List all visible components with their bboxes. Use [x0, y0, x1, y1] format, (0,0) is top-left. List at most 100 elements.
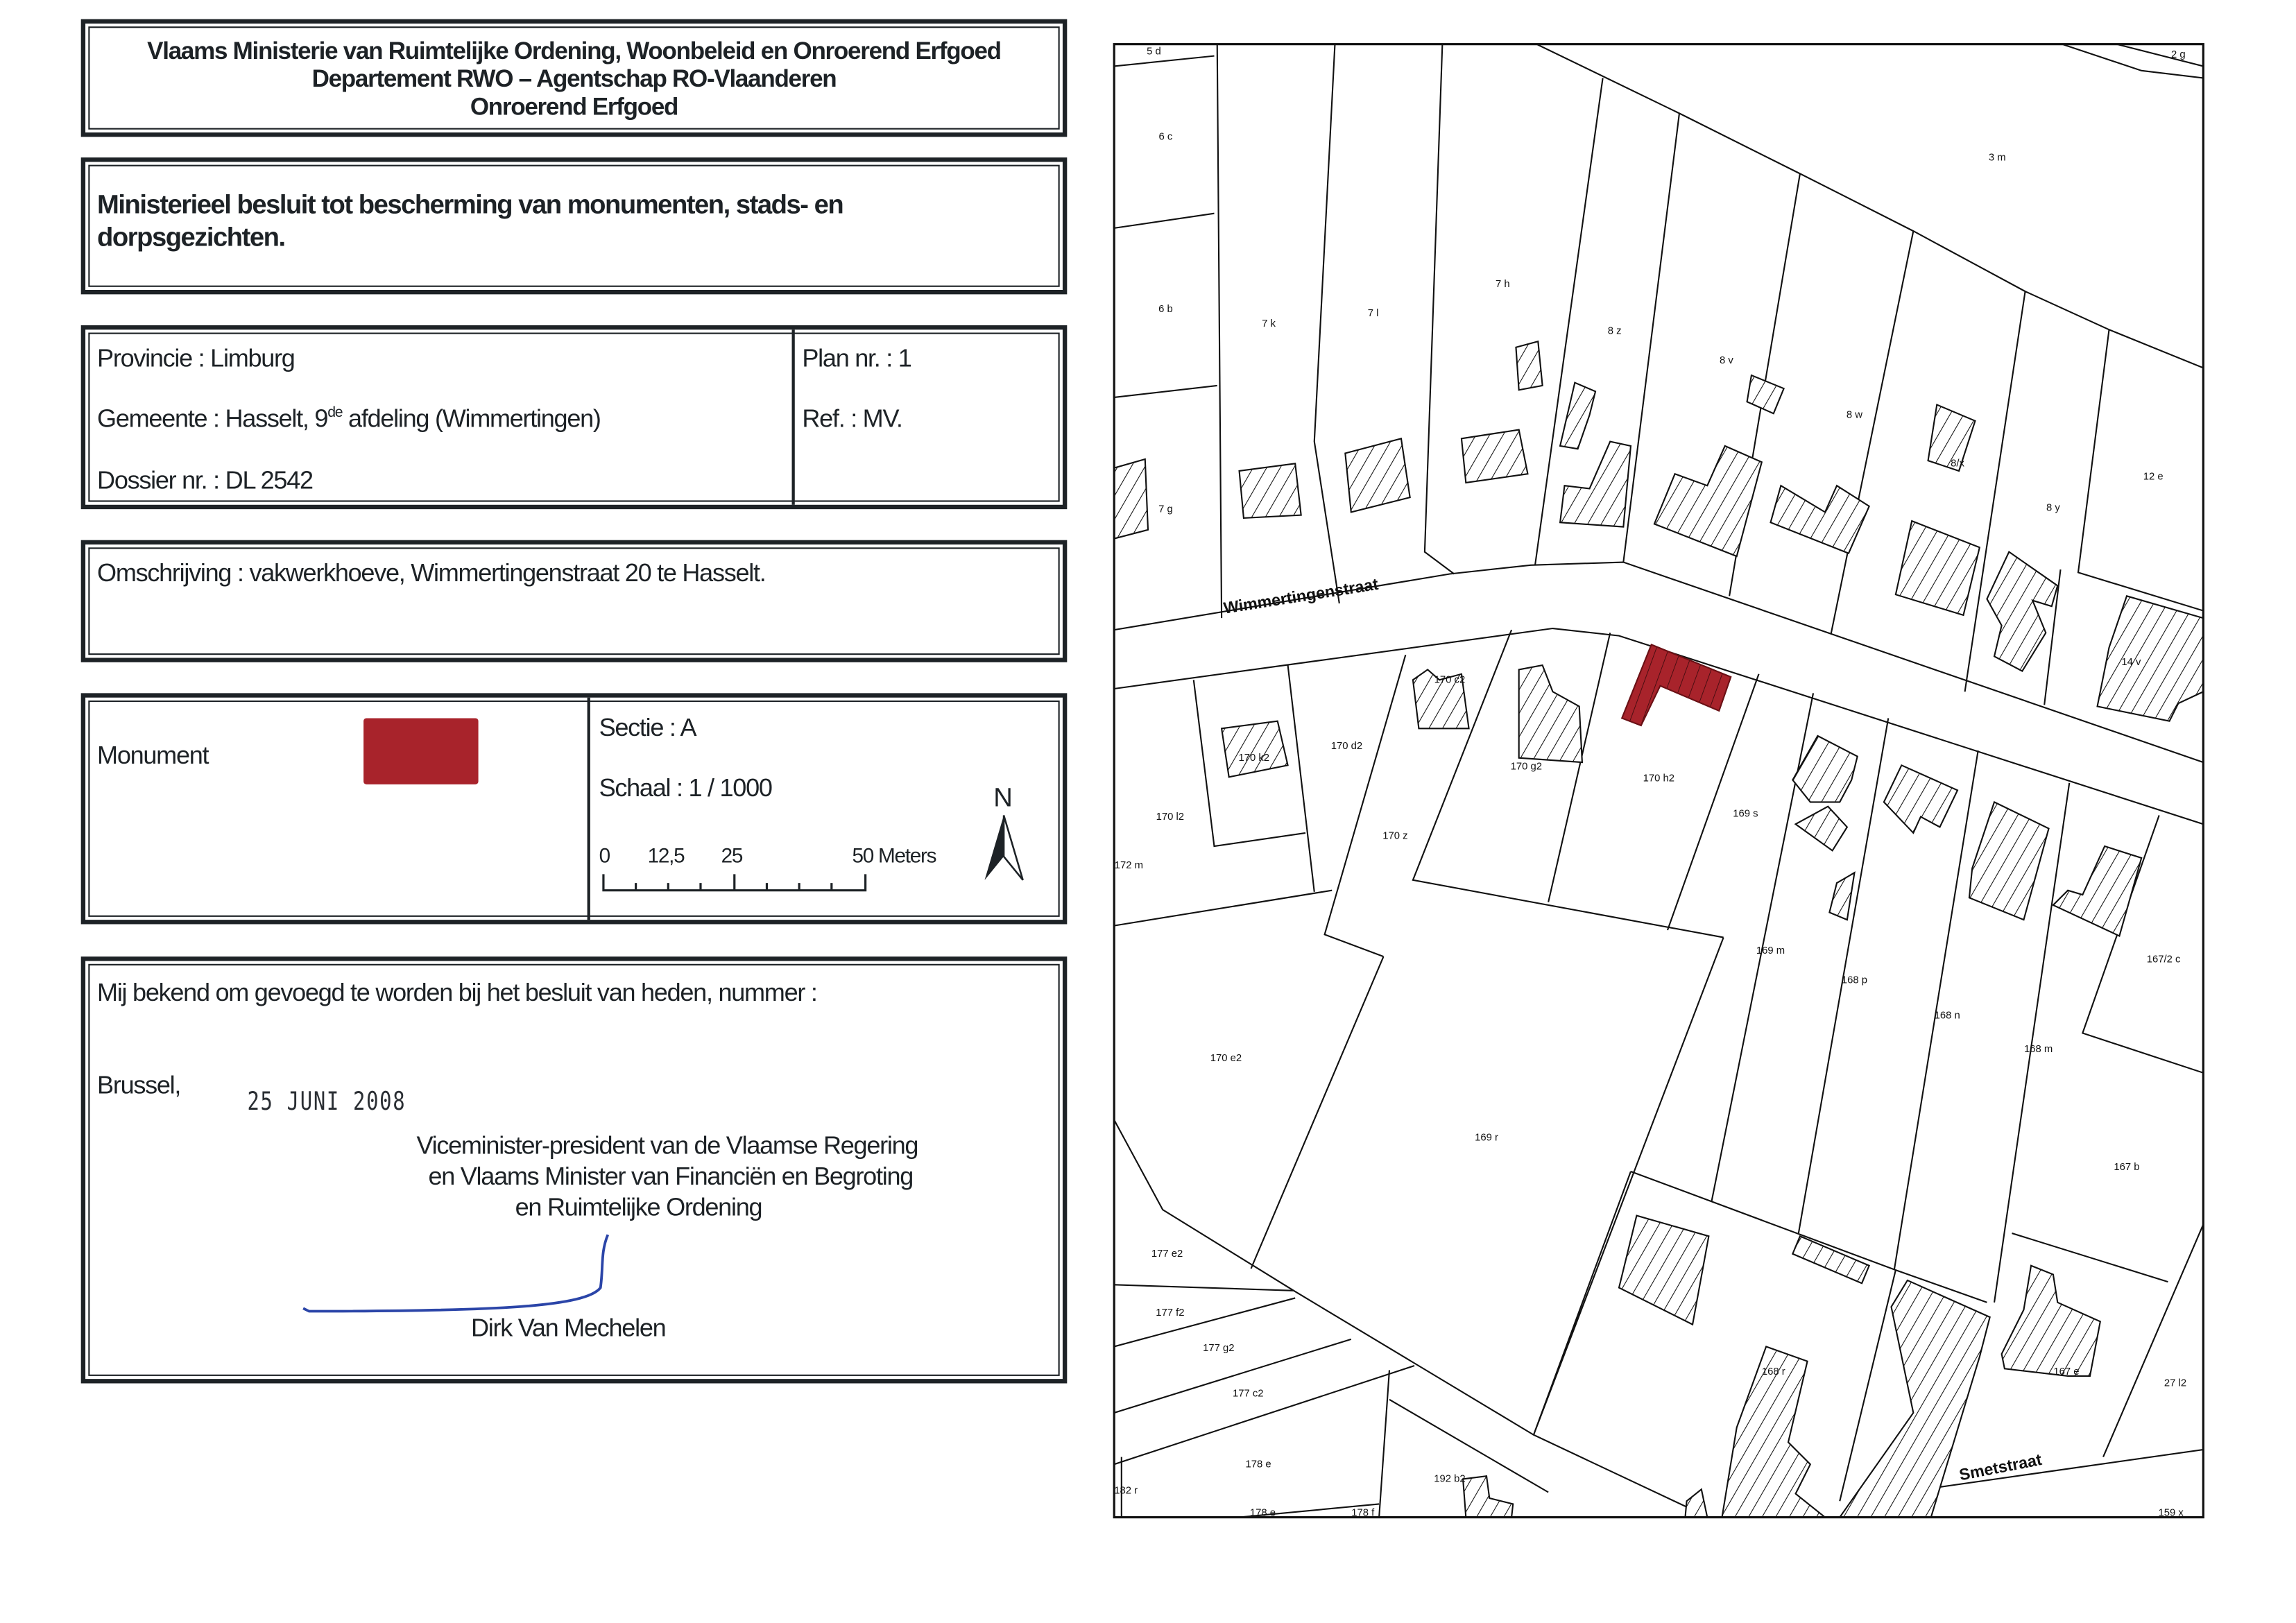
approval-box: Mij bekend om gevoegd te worden bij het … — [80, 956, 1068, 1384]
parcel-label: 3 m — [1989, 152, 2006, 163]
minister-title-2: en Vlaams Minister van Financiën en Begr… — [428, 1162, 914, 1191]
agency-name: Onroerend Erfgoed — [470, 94, 679, 121]
parcel-label: 178 f — [1351, 1507, 1375, 1518]
parcel-label: 5 d — [1147, 46, 1161, 58]
parcel-label: 7 h — [1496, 279, 1510, 290]
minister-title-3: en Ruimtelijke Ordening — [515, 1193, 763, 1222]
parcel-label: 27 l2 — [2164, 1378, 2186, 1389]
parcel-label: 170 l2 — [1156, 812, 1184, 823]
parcel-label: 177 f2 — [1156, 1307, 1184, 1319]
building — [1792, 735, 1858, 803]
gemeente: Gemeente : Hasselt, 9de afdeling (Wimmer… — [97, 404, 601, 433]
legend-monument-label: Monument — [97, 741, 209, 770]
building — [1515, 340, 1543, 391]
parcel-label: 177 g2 — [1203, 1343, 1234, 1354]
parcel-label: 168 p — [1842, 974, 1867, 986]
street-name-wimmertingenstraat: Wimmertingenstraat — [1222, 575, 1380, 617]
parcel-label: 168 r — [1762, 1366, 1785, 1377]
description-box: Omschrijving : vakwerkhoeve, Wimmertinge… — [80, 540, 1068, 662]
parcel-label: 167 b — [2114, 1162, 2139, 1173]
building — [1968, 800, 2050, 921]
north-arrow-icon — [984, 815, 1024, 881]
scale-tick-50: 50 Meters — [852, 843, 937, 867]
parcel-label: 169 m — [1756, 945, 1785, 956]
building — [1927, 403, 1976, 472]
gemeente-prefix: Gemeente : Hasselt, 9 — [97, 404, 328, 433]
building — [1344, 437, 1411, 513]
plan-number: Plan nr. : 1 — [802, 344, 911, 372]
building — [1653, 445, 1763, 558]
date-stamp: 25 JUNI 2008 — [247, 1088, 406, 1117]
building — [1746, 374, 1785, 415]
building — [1838, 1279, 1991, 1518]
building — [1559, 381, 1597, 450]
dossier-number: Dossier nr. : DL 2542 — [97, 466, 314, 495]
building — [1684, 1488, 1708, 1518]
building — [1894, 519, 1981, 617]
parcel-label: 8/x — [1951, 458, 1964, 470]
parcel-lines — [1114, 44, 2204, 1518]
scale-tick-25: 25 — [721, 843, 744, 867]
parcel-label: 170 z — [1382, 830, 1407, 841]
parcel-label: 6 b — [1158, 304, 1173, 315]
parcel-label: 167/2 c — [2147, 954, 2181, 965]
building — [1460, 429, 1529, 484]
scale-tick-12-5: 12,5 — [647, 843, 685, 867]
schaal: Schaal : 1 / 1000 — [599, 774, 773, 802]
parcel-label: 182 r — [1114, 1486, 1138, 1497]
building — [1220, 720, 1289, 778]
parcel-label: 8 y — [2046, 502, 2060, 513]
parcel-label: 169 s — [1733, 809, 1758, 820]
divider — [587, 697, 590, 920]
title-box: Ministerieel besluit tot bescherming van… — [80, 157, 1068, 295]
sectie: Sectie : A — [599, 714, 697, 742]
approval-place: Brussel, — [97, 1071, 181, 1099]
building — [1412, 669, 1470, 730]
building — [2001, 1264, 2102, 1377]
building — [2052, 845, 2143, 937]
building — [1618, 1214, 1710, 1326]
parcel-label: 192 b2 — [1434, 1474, 1465, 1485]
building — [1883, 764, 1959, 834]
parcel-label: 168 n — [1935, 1010, 1960, 1021]
parcel-label: 7 g — [1158, 504, 1173, 515]
parcel-label: 159 x — [2158, 1507, 2184, 1518]
ministry-name: Vlaams Ministerie van Ruimtelijke Ordeni… — [147, 38, 1002, 65]
parcel-label: 170 d2 — [1331, 741, 1362, 752]
building — [1114, 458, 1149, 540]
parcel-labels: 5 d 2 g 6 c 3 m 7 h 6 b 7 k 7 l 8 z 8 v … — [1114, 46, 2186, 1519]
parcel-label: 172 m — [1115, 860, 1143, 871]
building — [1462, 1475, 1514, 1518]
parcel-label: 170 h2 — [1643, 773, 1674, 784]
gemeente-suffix: afdeling (Wimmertingen) — [342, 404, 601, 433]
parcel-label: 2 g — [2171, 49, 2186, 60]
signature — [302, 1234, 610, 1313]
parcel-label: 14 v — [2121, 657, 2141, 668]
parcel-label: 177 e2 — [1151, 1248, 1183, 1260]
divider — [791, 329, 794, 505]
approval-intro: Mij bekend om gevoegd te worden bij het … — [97, 978, 818, 1007]
description: Omschrijving : vakwerkhoeve, Wimmertinge… — [97, 559, 766, 587]
parcel-label: 167 e — [2053, 1366, 2079, 1377]
monument-building — [1620, 643, 1732, 727]
parcel-label: 6 c — [1159, 132, 1173, 143]
building — [1559, 440, 1632, 528]
minister-title-1: Viceminister-president van de Vlaamse Re… — [416, 1131, 918, 1160]
parcel-label: 12 e — [2143, 472, 2164, 483]
minister-name: Dirk Van Mechelen — [470, 1314, 667, 1343]
gemeente-sup: de — [327, 405, 343, 422]
parcel-label: 168 m — [2024, 1044, 2053, 1055]
building — [1238, 463, 1302, 519]
parcel-label: 8 w — [1847, 410, 1862, 421]
parcel-label: 178 e — [1250, 1507, 1276, 1518]
parcel-label: 170 g2 — [1511, 762, 1542, 773]
scale-tick-0: 0 — [599, 843, 611, 867]
building — [1770, 484, 1871, 555]
document-title: Ministerieel besluit tot bescherming van… — [97, 189, 844, 252]
road-edge-south — [1114, 627, 2204, 825]
parcel-label: 170 e2 — [1210, 1053, 1242, 1064]
parcel-label: 177 c2 — [1233, 1389, 1264, 1400]
parcel-label: 169 r — [1475, 1132, 1498, 1143]
parcel-label: 8 v — [1720, 355, 1733, 366]
